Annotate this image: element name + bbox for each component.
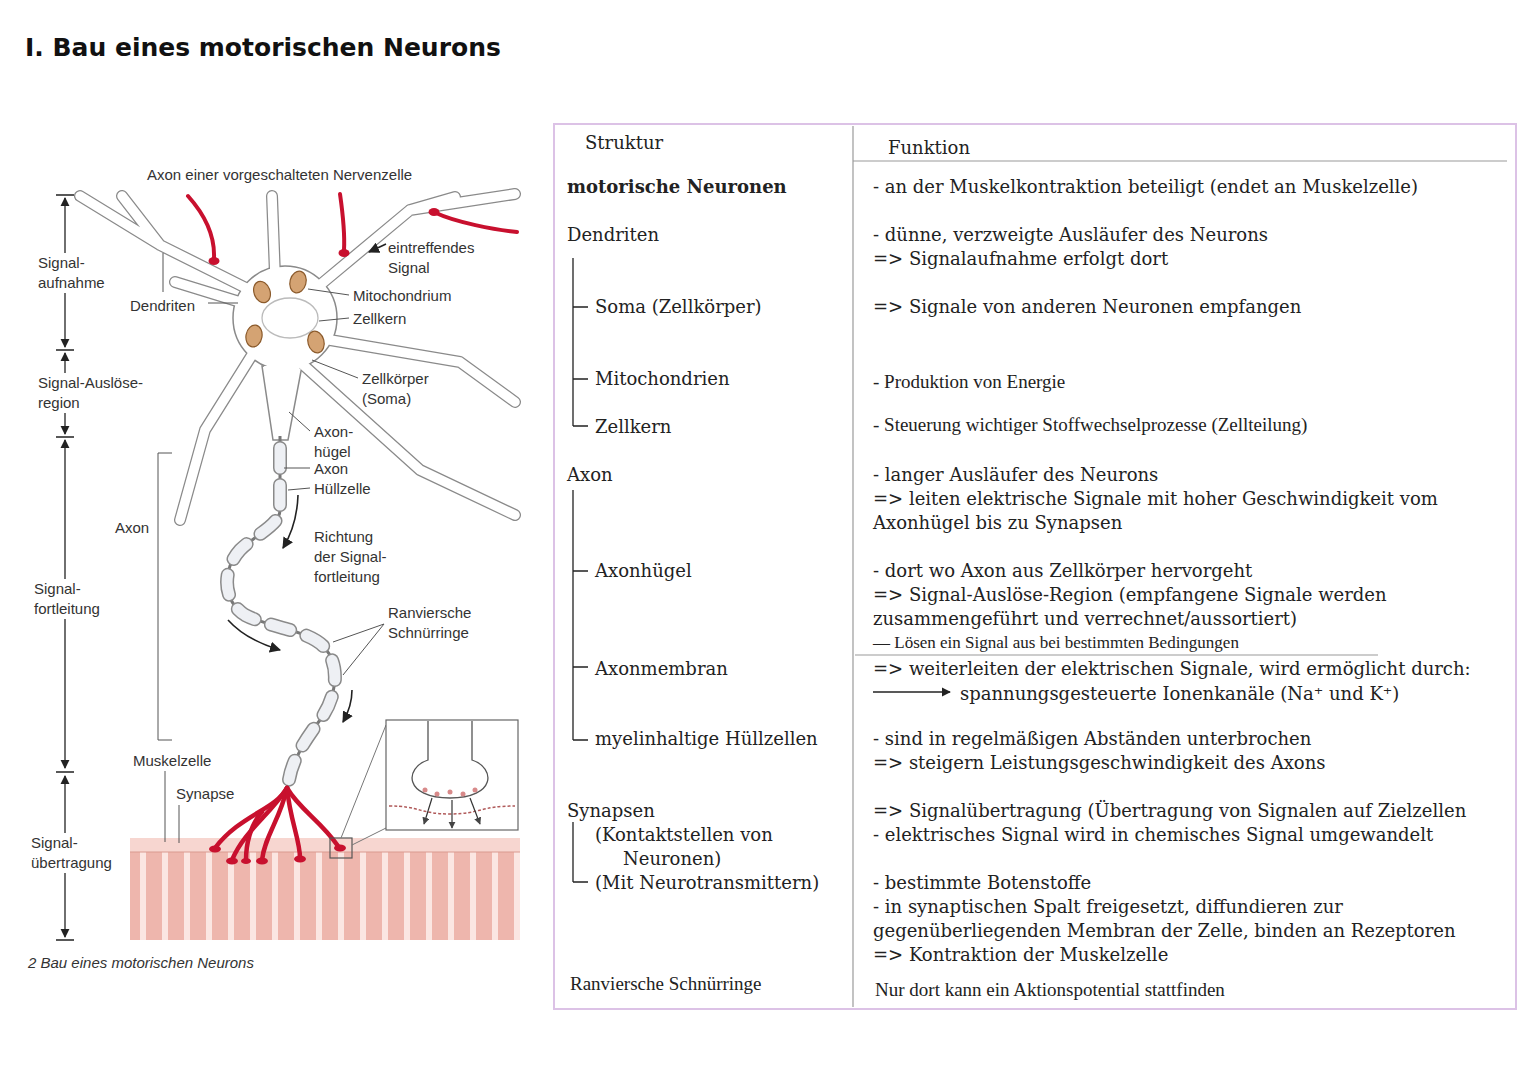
part-label: Mitochondrium (353, 286, 451, 306)
structure-cell: (Mit Neurotransmittern) (595, 871, 819, 895)
neuron-body (80, 194, 515, 520)
structure-cell: Ranviersche Schnürringe (570, 972, 762, 996)
function-cell: => steigern Leistungsgeschwindigkeit des… (873, 751, 1326, 775)
function-cell: - Produktion von Energie (873, 370, 1065, 394)
function-cell: spannungsgesteuerte Ionenkanäle (Na⁺ und… (960, 682, 1399, 706)
part-label: Richtung der Signal- fortleitung (314, 527, 394, 587)
function-cell: - elektrisches Signal wird in chemisches… (873, 823, 1433, 847)
part-label: Axon- hügel (314, 422, 359, 462)
function-cell: — Lösen ein Signal aus bei bestimmten Be… (873, 633, 1239, 653)
function-cell: => Signalübertragung (Übertragung von Si… (873, 799, 1466, 823)
part-label: eintreffendes Signal (388, 238, 488, 278)
upstream-bouton (209, 208, 440, 265)
part-label: Axon (115, 518, 149, 538)
function-cell: - an der Muskelkontraktion beteiligt (en… (873, 175, 1418, 199)
phase-bracket (56, 195, 74, 940)
structure-cell: Axonhügel (595, 559, 692, 583)
muscle-cell (130, 838, 520, 940)
part-label: Axon (314, 459, 348, 479)
part-label: Zellkörper (Soma) (362, 369, 447, 409)
function-cell: - in synaptischen Spalt freigesetzt, dif… (873, 895, 1503, 943)
table-rule (853, 126, 1507, 1007)
axon-bracket (158, 453, 172, 740)
structure-cell: Axon (567, 463, 613, 487)
part-label: Muskelzelle (133, 751, 211, 771)
function-cell: => Signale von anderen Neuronen empfange… (873, 295, 1301, 319)
structure-cell: (Kontaktstellen von Neuronen) (595, 823, 866, 871)
function-cell: => Kontraktion der Muskelzelle (873, 943, 1168, 967)
function-cell: => Signal-Auslöse-Region (empfangene Sig… (873, 583, 1503, 631)
function-cell: - dort wo Axon aus Zellkörper hervorgeht (873, 559, 1252, 583)
part-label: Hüllzelle (314, 479, 371, 499)
function-cell: - Steuerung wichtiger Stoffwechselprozes… (873, 413, 1307, 437)
synapse-inset (330, 720, 518, 858)
structure-cell: myelinhaltige Hüllzellen (595, 727, 818, 751)
part-label: Signal- übertragung (30, 833, 127, 873)
page-title: I. Bau eines motorischen Neurons (25, 32, 501, 64)
structure-cell: Axonmembran (595, 657, 728, 681)
function-cell: Nur dort kann ein Aktionspotential statt… (875, 978, 1225, 1002)
figure-caption: 2 Bau eines motorischen Neurons (28, 953, 254, 973)
structure-cell: Synapsen (567, 799, 655, 823)
structure-cell: Zellkern (595, 415, 671, 439)
part-label: Axon einer vorgeschalteten Nervenzelle (147, 165, 412, 185)
function-cell: - sind in regelmäßigen Abständen unterbr… (873, 727, 1311, 751)
structure-cell: Dendriten (567, 223, 659, 247)
function-cell: - dünne, verzweigte Ausläufer des Neuron… (873, 223, 1268, 247)
function-cell: => Signalaufnahme erfolgt dort (873, 247, 1168, 271)
function-cell: - langer Ausläufer des Neurons (873, 463, 1158, 487)
structure-cell: Mitochondrien (595, 367, 730, 391)
function-cell: - bestimmte Botenstoffe (873, 871, 1091, 895)
part-label: Signal-Auslöse- region (37, 373, 157, 413)
part-label: Synapse (176, 784, 234, 804)
part-label: Zellkern (353, 309, 406, 329)
structure-function-table: Struktur Funktion motorische Neuronen - an … (553, 123, 1517, 1010)
part-label: Signal- aufnahme (37, 253, 109, 293)
table-header: Funktion (888, 136, 970, 160)
structure-cell: Soma (Zellkörper) (595, 295, 762, 319)
function-cell: => weiterleiten der elektrischen Signale… (873, 657, 1471, 681)
function-cell: => leiten elektrische Signale mit hoher … (873, 487, 1503, 535)
synaptic-bouton (209, 845, 346, 865)
part-label: Signal- fortleitung (33, 579, 115, 619)
part-label: Ranviersche Schnürringe (388, 603, 488, 643)
table-header: Struktur (585, 131, 663, 155)
structure-cell: motorische Neuronen (567, 175, 787, 199)
part-label: Dendriten (130, 296, 195, 316)
